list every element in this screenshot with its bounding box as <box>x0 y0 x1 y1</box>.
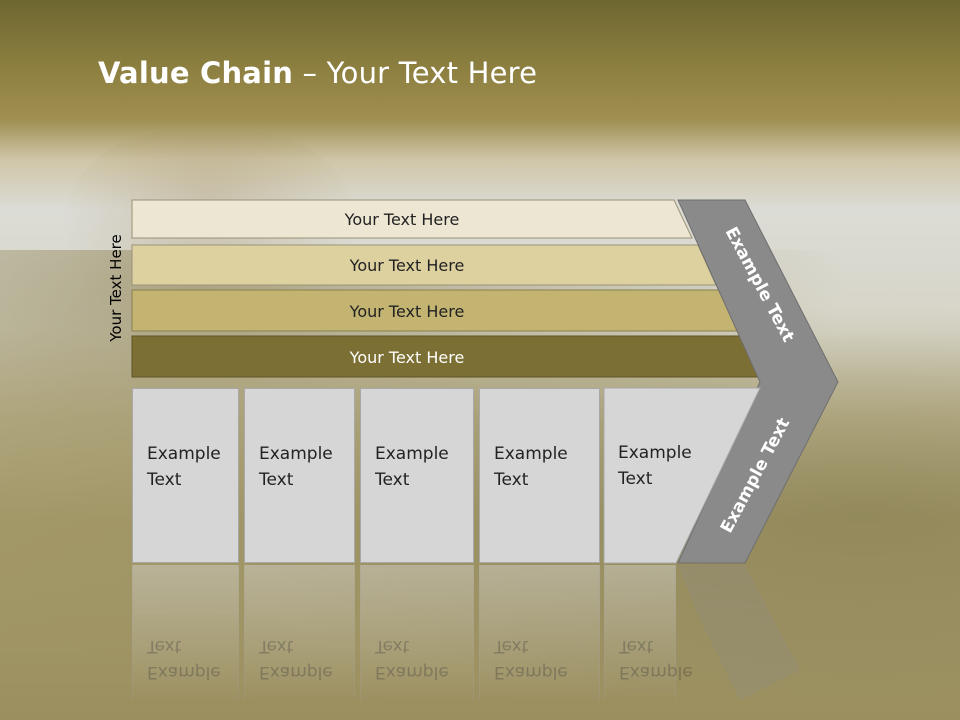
reflection-1-line-1: Example <box>147 662 221 682</box>
box-5-line-2: Text <box>618 469 653 489</box>
box-5-line-1: Example <box>618 443 692 463</box>
activity-box-2: Example Text <box>244 388 355 563</box>
box-reflection-4: Example Text <box>479 565 600 700</box>
box-1-line-1: Example <box>147 444 221 464</box>
title-bold: Value Chain <box>98 56 294 90</box>
bar-row-3: Your Text Here <box>132 292 702 330</box>
activity-box-1: Example Text <box>132 388 239 563</box>
reflection-5-line-1: Example <box>619 662 693 682</box>
box-2-line-1: Example <box>259 444 333 464</box>
reflection-text-2: Example Text <box>259 633 333 685</box>
slide-title: Value Chain – Your Text Here <box>98 56 537 90</box>
activity-box-5: Example Text <box>604 388 694 563</box>
box-3-line-1: Example <box>375 444 449 464</box>
title-rest: – Your Text Here <box>293 56 538 90</box>
box-reflection-1: Example Text <box>132 565 239 700</box>
last-box-shape <box>603 387 761 564</box>
reflection-text-1: Example Text <box>147 633 221 685</box>
chevron-reflection <box>678 565 800 700</box>
box-reflection-5: Example Text <box>604 565 693 700</box>
bar-label-3: Your Text Here <box>349 301 465 321</box>
activity-box-4: Example Text <box>479 388 600 563</box>
reflection-1-line-2: Text <box>147 636 182 656</box>
bar-shape-1 <box>131 199 693 239</box>
reflection-4-line-1: Example <box>494 662 568 682</box>
bar-label-4: Your Text Here <box>349 347 465 367</box>
bar-row-2: Your Text Here <box>132 246 702 284</box>
chevron-arrow <box>677 199 839 564</box>
bar-row-4: Your Text Here <box>132 338 702 376</box>
reflection-4-line-2: Text <box>494 636 529 656</box>
reflection-2-line-2: Text <box>259 636 294 656</box>
reflection-3-line-2: Text <box>375 636 410 656</box>
box-reflection-3: Example Text <box>360 565 474 700</box>
reflection-text-4: Example Text <box>494 633 568 685</box>
box-reflection-2: Example Text <box>244 565 355 700</box>
reflection-text-3: Example Text <box>375 633 449 685</box>
bar-label-2: Your Text Here <box>349 255 465 275</box>
reflection-2-line-1: Example <box>259 662 333 682</box>
activity-box-3: Example Text <box>360 388 474 563</box>
bar-label-1: Your Text Here <box>344 209 460 229</box>
box-3-line-2: Text <box>375 470 410 490</box>
bar-row-1: Your Text Here <box>132 200 692 238</box>
box-4-line-1: Example <box>494 444 568 464</box>
box-2-line-2: Text <box>259 470 294 490</box>
box-4-line-2: Text <box>494 470 529 490</box>
reflection-text-5: Example Text <box>619 633 693 685</box>
box-1-line-2: Text <box>147 470 182 490</box>
reflection-3-line-1: Example <box>375 662 449 682</box>
reflection-5-line-2: Text <box>619 636 654 656</box>
